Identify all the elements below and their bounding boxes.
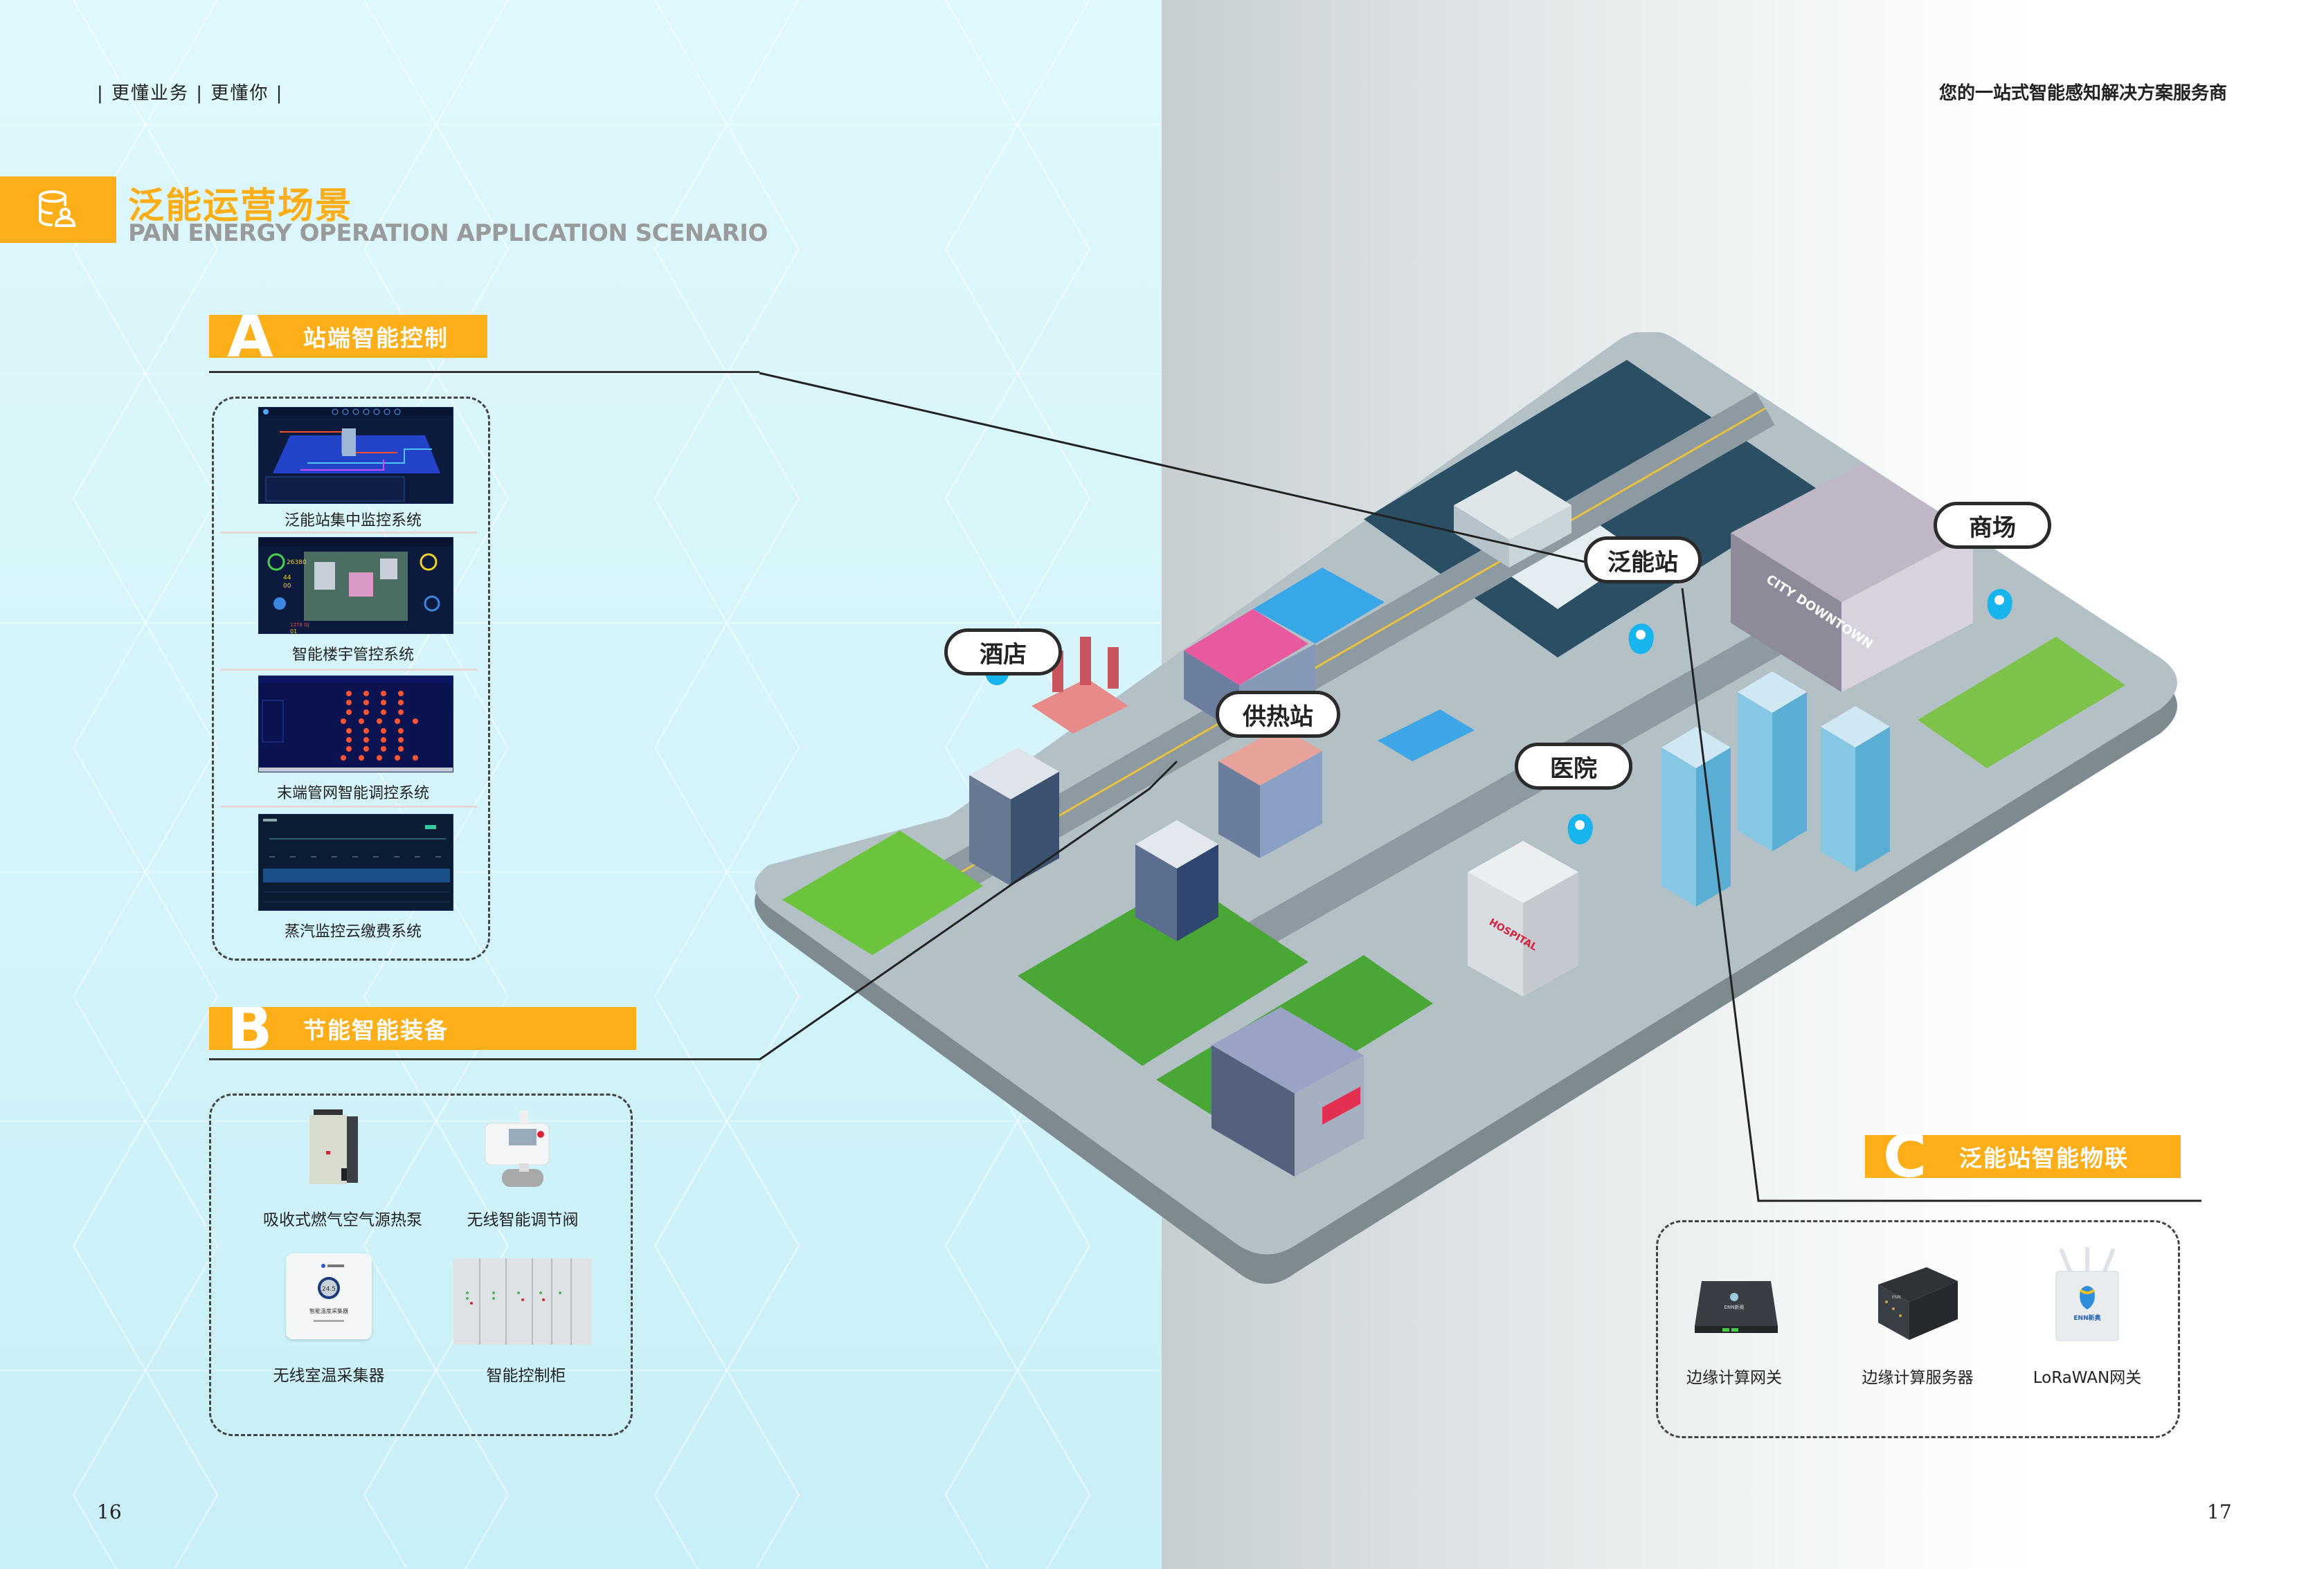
section-icon-block	[0, 176, 116, 243]
category-c-panel: ENN新奥 边缘计算网关 ENN 边缘计算服务器 ENN新奥 LoRaWAN网关	[1656, 1220, 2180, 1438]
slogan-right: 您的一站式智能感知解决方案服务商	[1938, 83, 2227, 104]
category-a-bar: A 站端智能控制	[209, 315, 487, 358]
blue-warehouse	[1253, 568, 1385, 644]
svg-text:1278 GJ: 1278 GJ	[290, 622, 309, 628]
svg-text:ENN新奥: ENN新奥	[1724, 1304, 1745, 1310]
map-label-hospital[interactable]: 医院	[1515, 743, 1632, 790]
category-a-rule	[209, 371, 759, 373]
airport-terminal	[1454, 471, 1571, 540]
category-b-bar: B 节能智能装备	[209, 1007, 636, 1050]
iot-caption: LoRaWAN网关	[2033, 1369, 2142, 1387]
equipment-caption: 智能控制柜	[486, 1367, 566, 1385]
map-pin-icon	[1628, 624, 1654, 654]
category-b-label: 节能智能装备	[303, 1017, 449, 1044]
section-title-en: PAN ENERGY OPERATION APPLICATION SCENARI…	[128, 219, 768, 247]
map-pin-icon	[1987, 589, 2012, 619]
smart-valve-image	[481, 1111, 557, 1194]
isometric-city-map: HOSPITAL CITY DOWNTOWN	[741, 330, 2222, 1315]
connector-c	[1681, 588, 2201, 1202]
category-a-label: 站端智能控制	[303, 325, 449, 352]
category-b-rule	[209, 1058, 759, 1060]
svg-text:01: 01	[290, 628, 297, 634]
svg-text:24.5: 24.5	[322, 1286, 336, 1293]
category-c-label: 泛能站智能物联	[1959, 1145, 2129, 1172]
heat-pump-image	[307, 1109, 362, 1192]
equipment-caption: 吸收式燃气空气源热泵	[263, 1211, 422, 1229]
connector-a	[759, 372, 1586, 563]
page-number-left: 16	[97, 1500, 122, 1523]
map-label-hotel[interactable]: 酒店	[944, 628, 1062, 675]
skyscraper	[1661, 747, 1696, 907]
city-downtown-mall	[1731, 464, 1973, 602]
lorawan-gateway-image: ENN新奥	[2049, 1245, 2125, 1344]
system-caption: 智能楼宇管控系统	[291, 646, 414, 664]
pink-warehouse	[1184, 609, 1308, 685]
map-label-mall[interactable]: 商场	[1934, 502, 2051, 549]
edge-server-image: ENN	[1871, 1264, 1961, 1347]
svg-text:ENN: ENN	[1892, 1295, 1901, 1300]
svg-text:44: 44	[283, 574, 291, 581]
section-title-cn: 泛能运营场景	[128, 185, 353, 227]
steam-billing-table-screen	[258, 814, 453, 911]
edge-gateway-image: ENN新奥	[1691, 1271, 1781, 1340]
separator	[221, 806, 477, 808]
equipment-caption: 无线室温采集器	[273, 1367, 385, 1385]
left-page	[0, 0, 1162, 1569]
building-3d-dashboard-screen: 26380 44 00 1278 GJ 01	[258, 537, 453, 634]
database-user-icon	[39, 190, 76, 227]
category-b-letter: B	[227, 1007, 273, 1050]
iot-caption: 边缘计算服务器	[1862, 1369, 1974, 1387]
category-c-bar: C 泛能站智能物联	[1865, 1135, 2181, 1178]
heating-plant	[1032, 678, 1128, 734]
hotel-building	[969, 747, 1059, 799]
city-mall-building	[1211, 1007, 1364, 1094]
svg-text:00: 00	[283, 583, 291, 590]
svg-text:ENN新奥: ENN新奥	[2073, 1314, 2101, 1322]
equipment-caption: 无线智能调节阀	[467, 1211, 579, 1229]
separator	[221, 669, 477, 671]
category-c-letter: C	[1883, 1135, 1927, 1178]
pipeline-monitoring-screen	[258, 407, 453, 504]
svg-text:智能温度采集器: 智能温度采集器	[309, 1307, 348, 1314]
system-caption: 泛能站集中监控系统	[284, 512, 422, 529]
slogan-left: | 更懂业务 | 更懂你 |	[97, 83, 284, 104]
terminal-network-nodes-screen	[258, 675, 453, 772]
map-label-energy-station[interactable]: 泛能站	[1584, 536, 1702, 583]
system-caption: 蒸汽监控云缴费系统	[284, 923, 422, 941]
map-pin-icon	[1567, 814, 1593, 844]
separator	[221, 532, 477, 534]
heating-station-building	[1218, 727, 1322, 786]
iot-caption: 边缘计算网关	[1686, 1369, 1782, 1387]
system-caption: 末端管网智能调控系统	[276, 785, 429, 802]
page-number-right: 17	[2207, 1500, 2232, 1523]
connector-b	[759, 760, 1178, 1061]
category-b-panel: 吸收式燃气空气源热泵 无线智能调节阀 24.5 智能温度采集器 无线室温采集器	[209, 1094, 633, 1436]
category-a-letter: A	[227, 315, 273, 358]
category-a-panel: 泛能站集中监控系统 26380 44 00 1278 GJ 01	[212, 397, 490, 961]
control-cabinet-image	[447, 1251, 599, 1348]
svg-text:26380: 26380	[287, 559, 307, 566]
temperature-collector-image: 24.5 智能温度采集器	[286, 1253, 372, 1339]
map-label-heating-station[interactable]: 供热站	[1216, 691, 1340, 738]
